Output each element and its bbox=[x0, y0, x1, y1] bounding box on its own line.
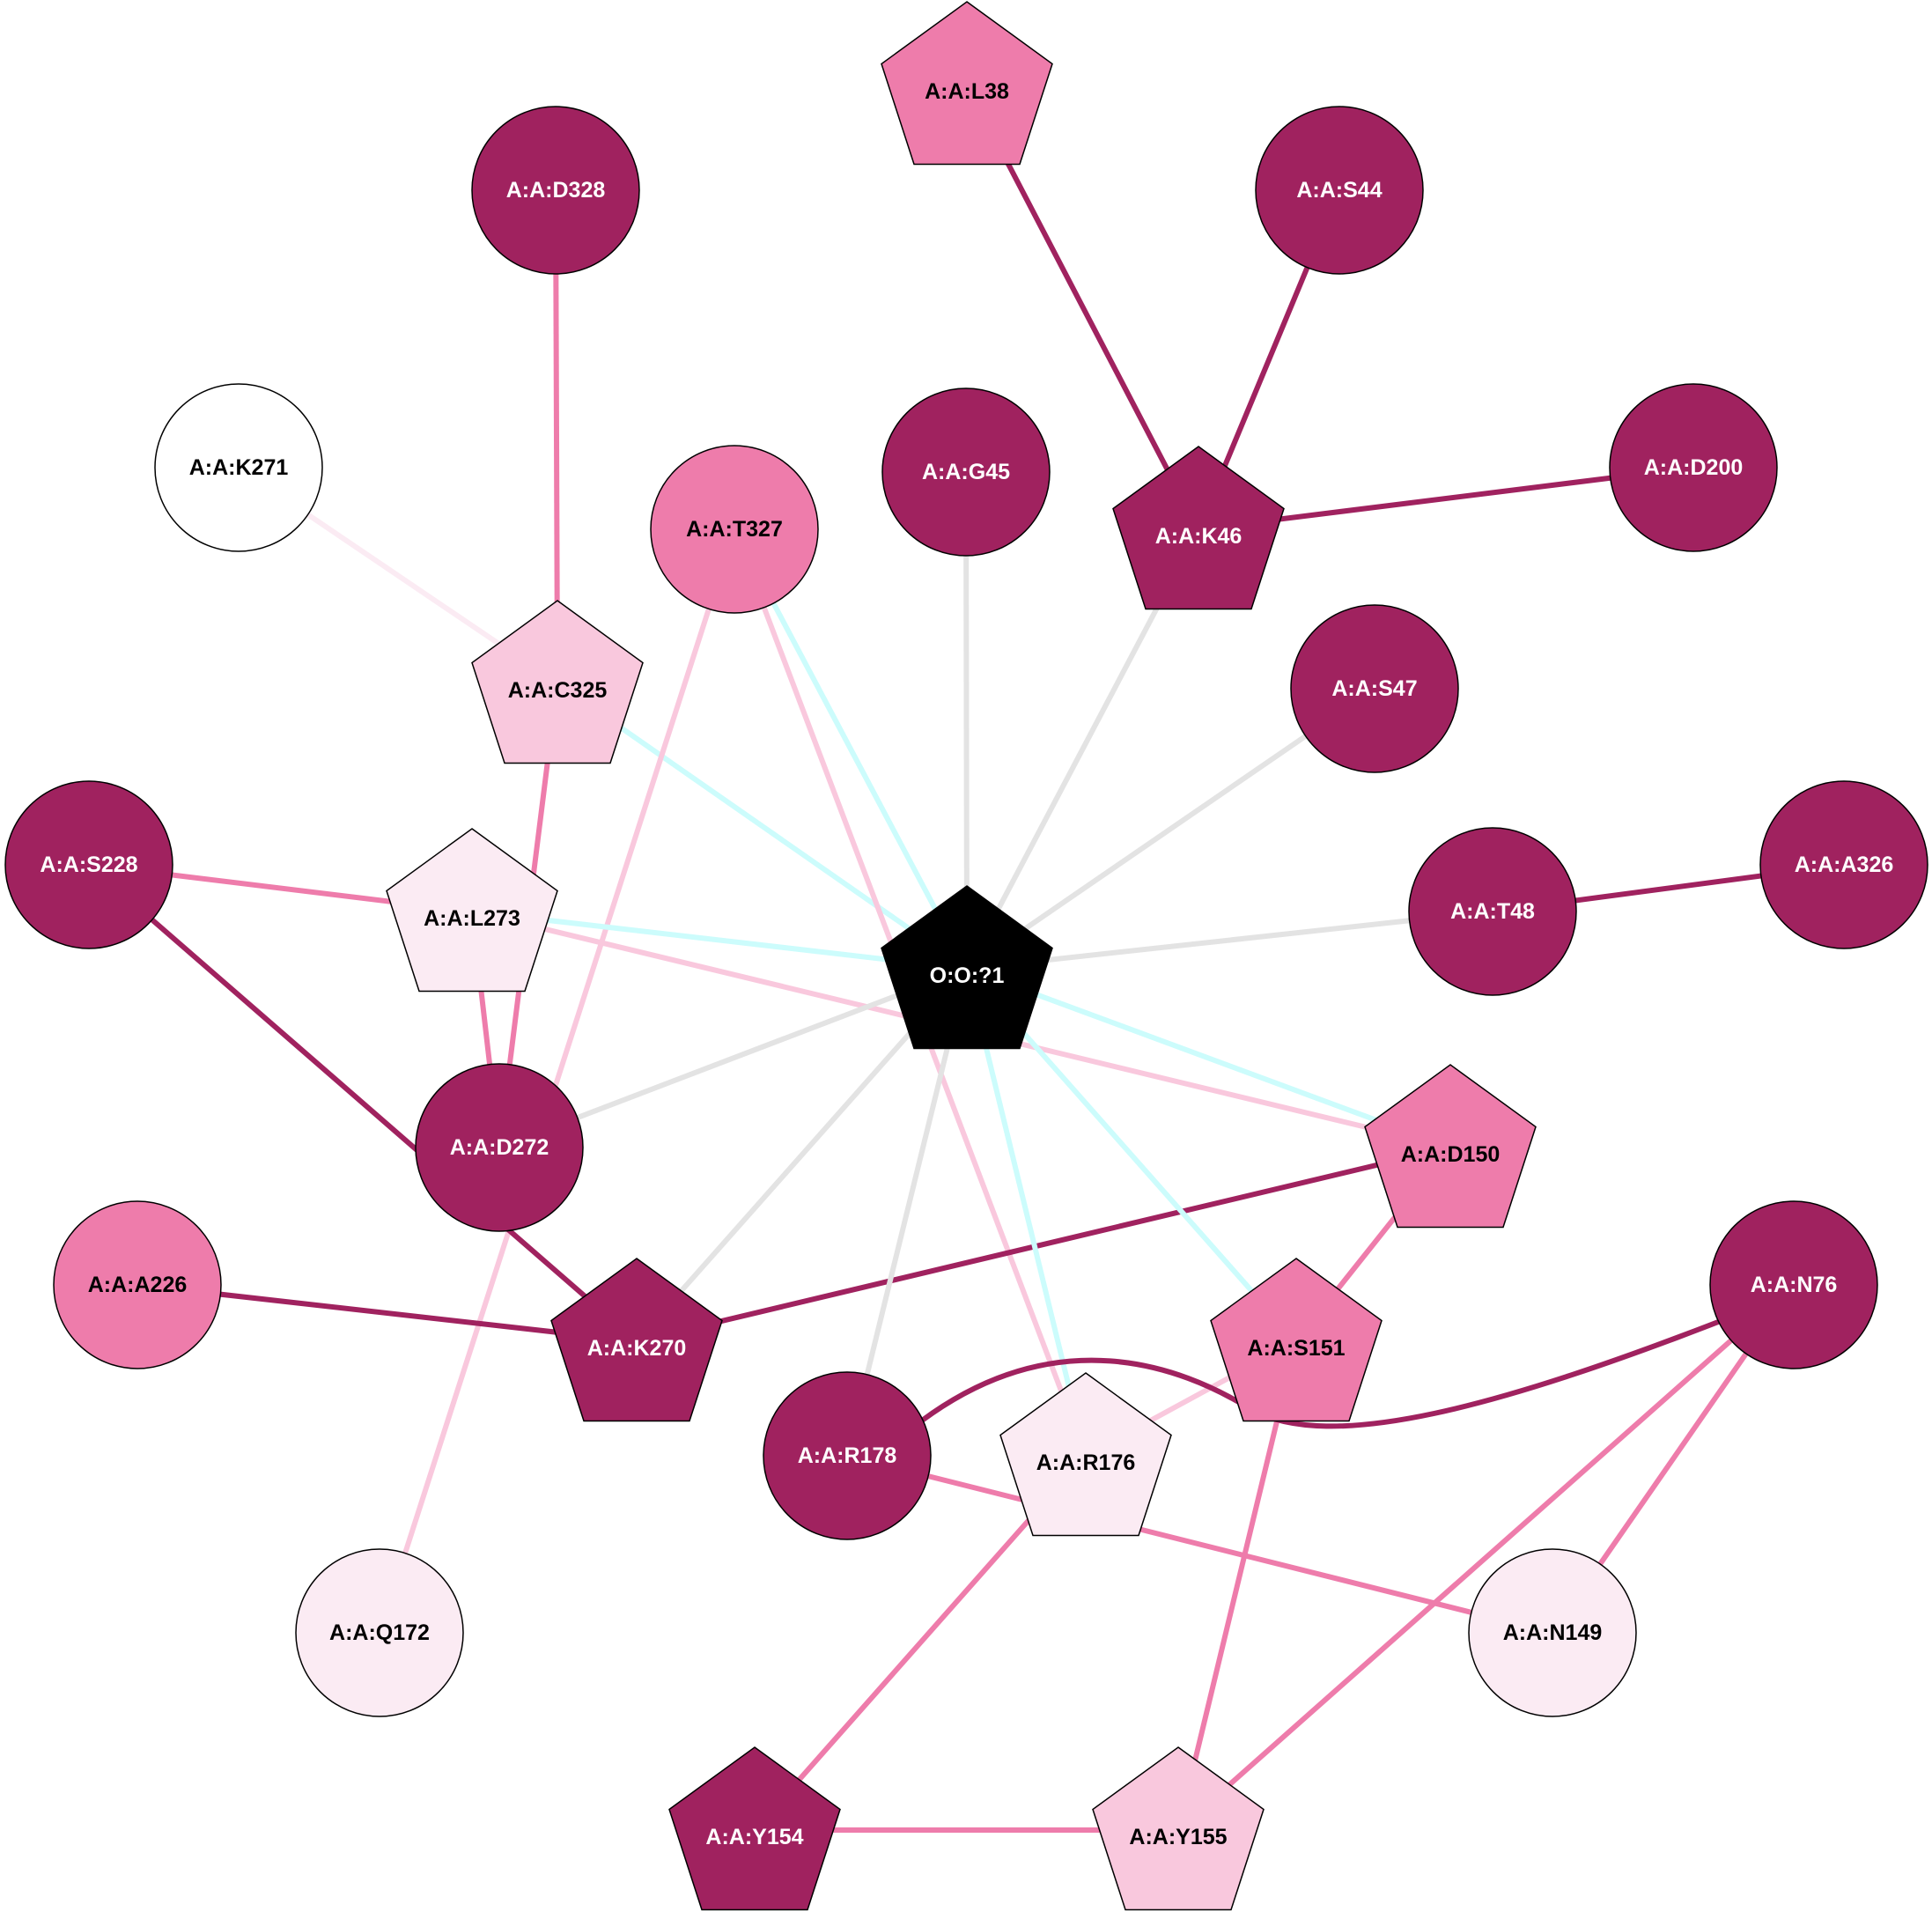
node-a-a-d150[interactable]: A:A:D150 bbox=[1364, 1064, 1537, 1229]
node-a-a-s151[interactable]: A:A:S151 bbox=[1210, 1258, 1383, 1422]
edge-a-a-t48-to-o-o-1 bbox=[966, 909, 1493, 971]
node-label: A:A:L38 bbox=[925, 79, 1009, 104]
circle-shape bbox=[53, 1200, 222, 1369]
circle-shape bbox=[1609, 383, 1778, 552]
node-a-a-q172[interactable]: A:A:Q172 bbox=[295, 1548, 464, 1717]
pentagon-shape bbox=[668, 1746, 841, 1911]
node-label: A:A:Y155 bbox=[1129, 1825, 1227, 1849]
node-a-a-t327[interactable]: A:A:T327 bbox=[650, 445, 819, 614]
circle-shape bbox=[471, 106, 640, 275]
node-label: A:A:K270 bbox=[587, 1336, 687, 1361]
edge-a-a-r176-to-o-o-1 bbox=[964, 968, 1088, 1457]
node-label: A:A:R178 bbox=[798, 1443, 897, 1468]
node-a-a-k271[interactable]: A:A:K271 bbox=[154, 383, 323, 552]
node-label: A:A:S228 bbox=[40, 852, 137, 877]
node-label: A:A:N149 bbox=[1503, 1620, 1603, 1645]
node-a-a-d200[interactable]: A:A:D200 bbox=[1609, 383, 1778, 552]
node-a-a-n76[interactable]: A:A:N76 bbox=[1709, 1200, 1878, 1369]
node-a-a-s228[interactable]: A:A:S228 bbox=[4, 780, 173, 949]
node-label: A:A:D272 bbox=[450, 1135, 549, 1160]
circle-shape bbox=[4, 780, 173, 949]
pentagon-shape bbox=[881, 1, 1053, 166]
circle-shape bbox=[1255, 106, 1424, 275]
node-label: A:A:R176 bbox=[1036, 1450, 1136, 1475]
node-a-a-s44[interactable]: A:A:S44 bbox=[1255, 106, 1424, 275]
node-label: A:A:D150 bbox=[1401, 1142, 1501, 1167]
node-a-a-a326[interactable]: A:A:A326 bbox=[1759, 780, 1928, 949]
node-a-a-y155[interactable]: A:A:Y155 bbox=[1092, 1746, 1265, 1911]
circle-shape bbox=[1759, 780, 1928, 949]
pentagon-shape bbox=[999, 1372, 1172, 1537]
pentagon-shape bbox=[1210, 1258, 1383, 1422]
node-a-a-d272[interactable]: A:A:D272 bbox=[415, 1063, 584, 1232]
node-a-a-s47[interactable]: A:A:S47 bbox=[1290, 604, 1459, 773]
circle-shape bbox=[154, 383, 323, 552]
node-label: A:A:K271 bbox=[189, 455, 289, 480]
node-a-a-t48[interactable]: A:A:T48 bbox=[1408, 827, 1577, 996]
circle-shape bbox=[415, 1063, 584, 1232]
node-a-a-k46[interactable]: A:A:K46 bbox=[1112, 446, 1285, 610]
node-a-a-n149[interactable]: A:A:N149 bbox=[1468, 1548, 1637, 1717]
node-label: A:A:C325 bbox=[508, 678, 608, 703]
pentagon-shape bbox=[471, 600, 644, 764]
node-label: A:A:Q172 bbox=[329, 1620, 430, 1645]
node-label: A:A:S47 bbox=[1331, 676, 1417, 701]
circle-shape bbox=[650, 445, 819, 614]
node-label: A:A:Y154 bbox=[705, 1825, 803, 1849]
pentagon-shape bbox=[881, 885, 1053, 1050]
node-a-a-c325[interactable]: A:A:C325 bbox=[471, 600, 644, 764]
node-label: A:A:G45 bbox=[922, 460, 1010, 484]
circle-shape bbox=[881, 387, 1051, 557]
node-a-a-r178[interactable]: A:A:R178 bbox=[763, 1371, 932, 1540]
node-label: A:A:T48 bbox=[1450, 899, 1535, 924]
node-a-a-r176[interactable]: A:A:R176 bbox=[999, 1372, 1172, 1537]
circle-shape bbox=[1468, 1548, 1637, 1717]
circle-shape bbox=[1709, 1200, 1878, 1369]
node-label: A:A:A226 bbox=[88, 1273, 188, 1297]
pentagon-shape bbox=[550, 1258, 723, 1422]
node-label: A:A:A326 bbox=[1795, 852, 1894, 877]
node-label: A:A:S151 bbox=[1247, 1336, 1345, 1361]
node-label: A:A:S44 bbox=[1296, 178, 1382, 203]
edge-a-a-s228-to-a-a-k270 bbox=[87, 862, 638, 1344]
edge-a-a-c325-to-o-o-1 bbox=[556, 681, 969, 971]
edge-a-a-s151-to-a-a-y155 bbox=[1176, 1340, 1299, 1831]
pentagon-shape bbox=[1364, 1064, 1537, 1229]
node-a-a-l273[interactable]: A:A:L273 bbox=[386, 828, 558, 993]
node-a-a-y154[interactable]: A:A:Y154 bbox=[668, 1746, 841, 1911]
node-label: O:O:?1 bbox=[930, 963, 1005, 988]
circle-shape bbox=[1408, 827, 1577, 996]
edge-a-a-d150-to-o-o-1 bbox=[965, 966, 1452, 1150]
pentagon-shape bbox=[1112, 446, 1285, 610]
node-label: A:A:D328 bbox=[506, 178, 606, 203]
node-label: A:A:N76 bbox=[1751, 1273, 1838, 1297]
node-a-a-a226[interactable]: A:A:A226 bbox=[53, 1200, 222, 1369]
pentagon-shape bbox=[1092, 1746, 1265, 1911]
node-ligand-o-o-1[interactable]: O:O:?1 bbox=[881, 885, 1053, 1050]
circle-shape bbox=[763, 1371, 932, 1540]
circle-shape bbox=[295, 1548, 464, 1717]
circle-shape bbox=[1290, 604, 1459, 773]
node-label: A:A:L273 bbox=[424, 906, 520, 931]
edge-a-a-n76-to-a-a-y155 bbox=[1176, 1282, 1796, 1833]
node-label: A:A:T327 bbox=[686, 517, 783, 542]
node-label: A:A:K46 bbox=[1155, 524, 1243, 549]
node-label: A:A:D200 bbox=[1644, 455, 1744, 480]
node-a-a-l38[interactable]: A:A:L38 bbox=[881, 1, 1053, 166]
node-a-a-d328[interactable]: A:A:D328 bbox=[471, 106, 640, 275]
node-a-a-g45[interactable]: A:A:G45 bbox=[881, 387, 1051, 557]
edge-a-a-t327-to-a-a-q172 bbox=[377, 528, 737, 1634]
edge-a-a-k270-to-a-a-d150 bbox=[636, 1145, 1451, 1344]
node-a-a-k270[interactable]: A:A:K270 bbox=[550, 1258, 723, 1422]
pentagon-shape bbox=[386, 828, 558, 993]
